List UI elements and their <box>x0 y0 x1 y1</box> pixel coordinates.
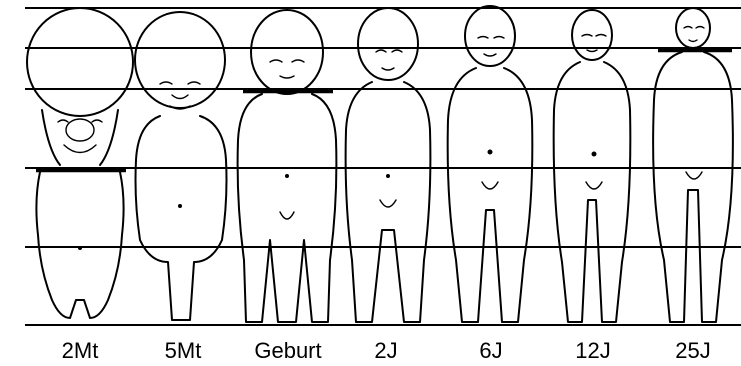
figure-2-months <box>27 8 133 318</box>
figure-25-years <box>653 8 733 322</box>
figure-label-12-years: 12J <box>548 338 638 364</box>
figure-label-6-years: 6J <box>446 338 536 364</box>
figure-label-5-months: 5Mt <box>138 338 228 364</box>
chin-markers <box>36 50 732 170</box>
figure-label-birth: Geburt <box>243 338 333 364</box>
figure-label-2-months: 2Mt <box>35 338 125 364</box>
figure-5-months <box>135 12 227 320</box>
figure-label-2-years: 2J <box>341 338 431 364</box>
figure-birth <box>238 10 337 322</box>
figure-label-25-years: 25J <box>648 338 738 364</box>
figure-2-years <box>346 8 431 322</box>
figure-6-years <box>448 6 533 322</box>
figure-12-years <box>554 10 631 322</box>
